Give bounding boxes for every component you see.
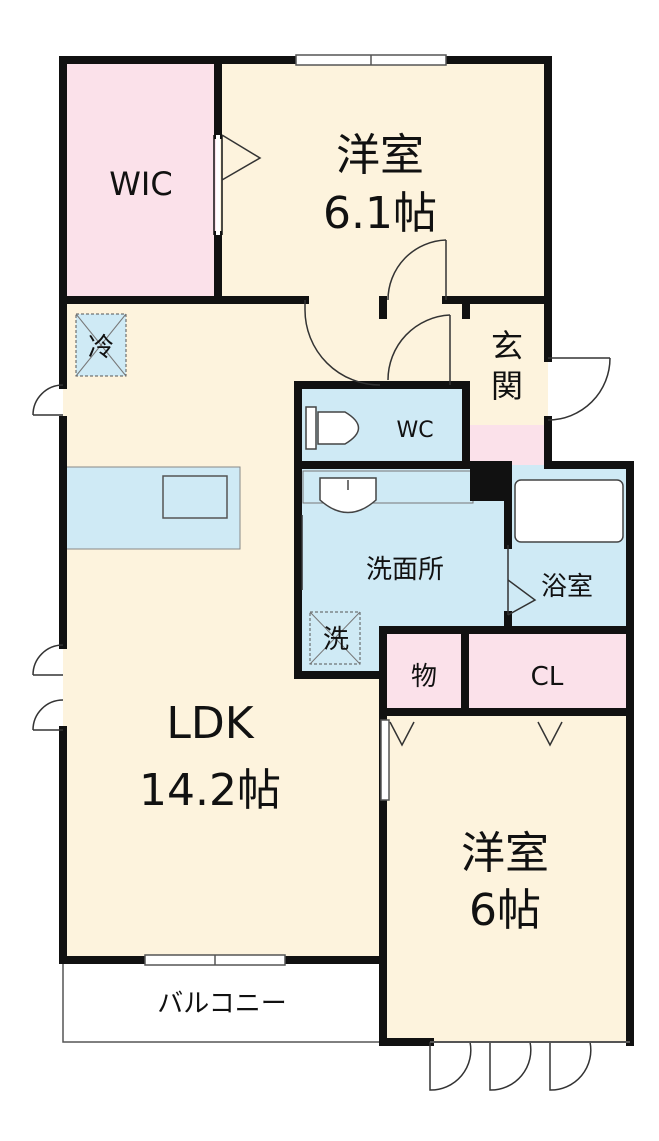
wic-label: WIC: [109, 165, 172, 203]
storage-label: 物: [411, 662, 437, 692]
genkan-label-2: 関: [491, 367, 523, 405]
wash-basin: [319, 477, 377, 514]
ldk-size: 14.2帖: [139, 765, 281, 816]
bedroom2-name: 洋室: [461, 828, 549, 879]
toilet-tank: [305, 406, 317, 450]
washer-label: 洗: [323, 625, 349, 655]
walls: [59, 56, 634, 1046]
hall-floor: [383, 300, 466, 385]
genkan-floor: [466, 300, 548, 425]
windows: [144, 54, 447, 966]
bedroom2-size: 6帖: [469, 885, 541, 936]
fridge-label: 冷: [88, 333, 114, 363]
closet-floor: [465, 630, 630, 712]
storage-floor: [383, 630, 465, 712]
pipe-shaft: [470, 465, 508, 501]
genkan-label-1: 玄: [491, 327, 523, 365]
entry-tile: [466, 425, 548, 465]
bedroom1-name: 洋室: [336, 130, 424, 181]
bedroom2-floor: [383, 712, 630, 1042]
washroom-label: 洗面所: [366, 555, 444, 585]
kitchen-sink: [162, 475, 228, 519]
bathtub: [514, 479, 624, 543]
bedroom1-floor: [218, 60, 548, 300]
balcony-label: バルコニー: [157, 989, 286, 1019]
kitchen-counter: [65, 466, 241, 550]
ldk-name: LDK: [166, 698, 254, 749]
bedroom1-size: 6.1帖: [323, 188, 437, 239]
toilet-bowl: [317, 411, 360, 445]
wc-label: WC: [396, 418, 433, 443]
closet-label: CL: [531, 662, 564, 692]
doors: [32, 134, 611, 1091]
wic-floor: [63, 60, 218, 300]
bath-label: 浴室: [541, 572, 593, 602]
